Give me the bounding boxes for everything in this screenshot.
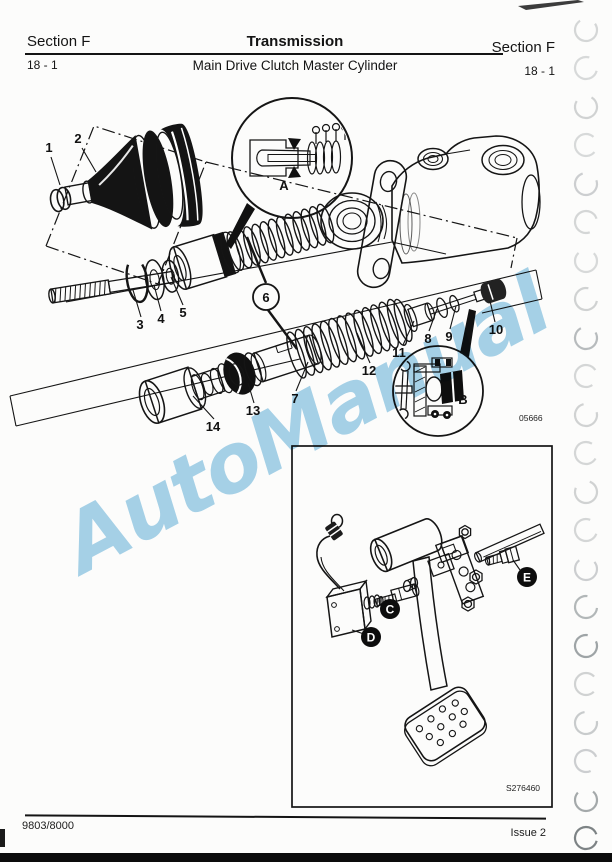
badge-c: C [380,599,400,619]
header-rule [25,53,503,56]
inset-b-pointer [460,309,476,357]
flange-hole [372,257,391,280]
switch-body [326,588,366,638]
inset-b: B [392,309,484,437]
figure-code-main: 05666 [519,413,543,423]
callout-e: E [523,571,531,585]
callout-7: 7 [291,391,298,406]
mounting-flange [356,159,408,289]
binding-holes [573,17,599,851]
leader-lines [50,147,496,420]
callout-b: B [458,392,467,407]
flange-hole [379,170,398,193]
inset-a: A [226,97,353,249]
pedal-pad [404,686,487,767]
reservoir-port [481,144,525,176]
bleed-bolt [484,545,521,566]
callout-2: 2 [74,131,81,146]
pivot-boss [369,538,393,573]
piston-assembly [138,278,507,424]
page-subtitle: Main Drive Clutch Master Cylinder [192,58,398,73]
boot-cup [160,123,203,227]
seal [161,259,180,293]
phantom-outlines [45,125,518,285]
header-section-right: Section F [491,39,555,56]
header-section-left: Section F [27,33,91,50]
callout-9: 9 [445,329,452,344]
pedal [369,518,487,767]
callout-14: 14 [206,419,221,434]
badge-d: D [361,627,381,647]
inset-a-pointer [226,203,255,249]
page-title: Transmission [246,33,344,50]
switch-wire [316,535,341,590]
pushrod-shaft [107,270,175,294]
clevis [374,583,420,607]
sleeve-band [211,231,237,278]
callout-6-circled: 6 [252,283,280,311]
valve-body [407,302,434,328]
callout-1: 1 [45,140,52,155]
figure-code-pedal: S276460 [506,783,540,793]
pushrod-assembly [48,259,180,304]
publication-number: 9803/8000 [22,820,74,832]
nuts [458,524,483,612]
callout-3: 3 [136,317,143,332]
header: Section F Transmission Section F [0,33,590,56]
pedal-figure: C D E S276460 [291,445,553,808]
callout-13: 13 [246,403,260,418]
callout-5: 5 [179,305,186,320]
outlet-port [417,147,449,171]
callout-6: 6 [262,290,269,305]
scan-mark [0,829,5,847]
boot-assembly [49,123,203,230]
stem-seal [449,294,460,313]
issue-label: Issue 2 [510,827,546,839]
badge-e: E [517,567,537,587]
scan-bottom-bar [0,853,612,862]
callout-4: 4 [157,311,165,326]
scan-streak [518,0,584,10]
pedal-switch [316,513,384,638]
circlip [125,263,149,304]
boot-cone [87,135,153,230]
wire-connector [325,521,343,541]
callout-a: A [279,178,289,193]
page-number-right: 18 - 1 [524,64,555,78]
subheader: 18 - 1 Main Drive Clutch Master Cylinder… [0,58,590,78]
spring-retainer [393,298,413,343]
callout-c: C [386,603,395,617]
gland-ring [320,192,384,250]
callout-10: 10 [489,322,503,337]
callout-8: 8 [424,331,431,346]
pedal-arm [412,556,448,691]
end-nut [480,278,507,304]
piston-spring [286,298,408,379]
page-number-left: 18 - 1 [27,58,58,72]
callout-d: D [367,631,376,645]
master-cylinder-body [320,135,541,289]
plunger-cup [138,380,166,424]
callout-11: 11 [392,345,406,360]
pedal-figure-frame [291,445,553,808]
stem-washer [436,297,449,319]
callout-12: 12 [362,363,376,378]
